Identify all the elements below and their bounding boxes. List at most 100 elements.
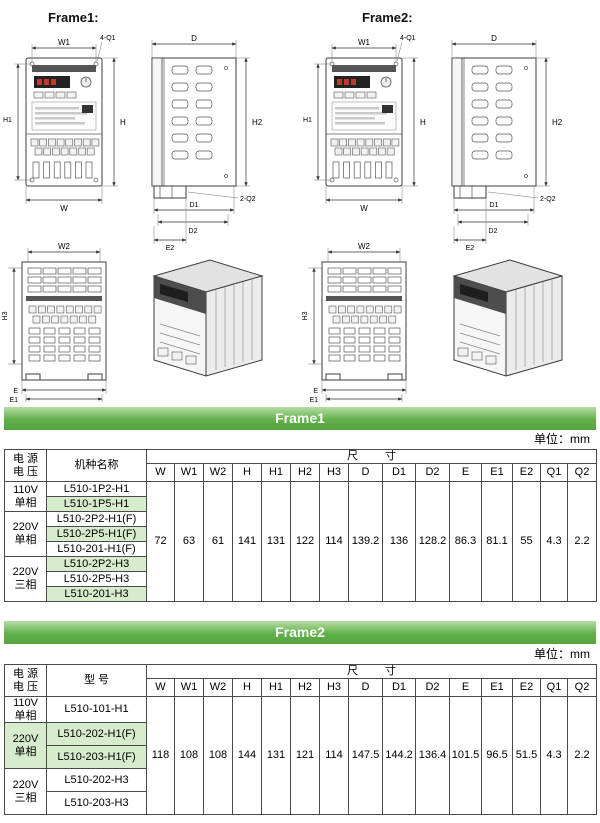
dim-header-cell: E1 [481,678,513,697]
dim-header-cell: E [449,678,482,697]
frame2-spec-table: 电 源电 压 型 号 尺 寸 W W1 W2 H H1 H2 H3 D D1 D… [4,664,597,816]
voltage-column-header: 电 源电 压 [4,664,47,697]
model-cell: L510-101-H1 [46,695,147,724]
value-cell: 131 [261,695,291,816]
dim-header-cell: H [232,463,262,482]
dim-header-cell: D [348,463,383,482]
table-row: L510-1P5-H1 [5,496,597,512]
value-cell: 118 [146,695,175,816]
dim-header-cell: W1 [174,678,204,697]
voltage-line1: 220V [12,779,39,792]
model-column-header: 机种名称 [46,449,147,482]
dim-header-cell: Q2 [567,678,597,697]
size-header: 尺 寸 [146,664,597,679]
model-cell: L510-203-H3 [46,791,147,816]
value-cell: 108 [203,695,233,816]
voltage-line2: 单相 [14,709,37,722]
dim-header-cell: W1 [174,463,204,482]
voltage-line1: 220V [12,733,39,746]
dim-header-cell: Q1 [540,463,568,482]
dim-header-cell: H1 [261,678,291,697]
dim-header-cell: D [348,678,383,697]
size-header: 尺 寸 [146,449,597,464]
value-cell: 63 [174,481,204,602]
dim-header-cell: E [449,463,482,482]
voltage-line1: 110V [13,697,38,709]
value-cell: 122 [290,481,320,602]
value-cell: 72 [146,481,175,602]
value-cell: 4.3 [540,481,568,602]
value-cell: 139.2 [348,481,383,602]
value-cell: 144.2 [382,695,416,816]
table-row: L510-201-H3 [5,586,597,602]
dim-header-cell: D1 [382,678,416,697]
frame1-spec-table: 电 源电 压 机种名称 尺 寸 W W1 W2 H H1 H2 H3 D D1 … [4,449,597,602]
dim-header-cell: D2 [415,678,450,697]
frame2-section-header: Frame2 [4,621,596,644]
value-cell: 2.2 [567,481,597,602]
dimension-drawings: W1 W H H1 4-Q1 [2,18,598,405]
dim-header-cell: E1 [481,463,513,482]
value-cell: 141 [232,481,262,602]
model-cell: L510-2P5-H1(F) [46,526,147,542]
table-row: L510-203-H3 [5,791,597,816]
dim-header-cell: H2 [290,463,320,482]
table-row: L510-201-H1(F) [5,541,597,557]
value-cell: 136 [382,481,416,602]
model-cell: L510-201-H3 [46,586,147,602]
value-cell: 144 [232,695,262,816]
voltage-header-line1: 电 源 [12,452,39,465]
dim-header-cell: E2 [512,463,541,482]
model-cell: L510-2P2-H3 [46,556,147,572]
value-cell: 81.1 [481,481,513,602]
dim-header-cell: D1 [382,463,416,482]
voltage-header-line2: 电 压 [12,465,39,478]
value-cell: 131 [261,481,291,602]
voltage-line2: 单相 [14,745,37,758]
model-cell: L510-203-H1(F) [46,745,147,770]
value-cell: 136.4 [415,695,450,816]
frame1-views [2,34,263,404]
value-cell: 101.5 [449,695,482,816]
frame2-unit-label: 单位：mm [534,647,590,661]
value-cell: 108 [174,695,204,816]
dim-header-cell: H2 [290,678,320,697]
voltage-column-header: 电 源电 压 [4,449,47,482]
value-cell: 96.5 [481,695,513,816]
model-cell: L510-202-H1(F) [46,722,147,747]
model-cell: L510-2P2-H1(F) [46,511,147,527]
dim-header-cell: W2 [203,463,233,482]
voltage-header-line2: 电 压 [12,680,39,693]
value-cell: 128.2 [415,481,450,602]
model-cell: L510-201-H1(F) [46,541,147,557]
dim-header-cell: Q2 [567,463,597,482]
dim-header-cell: Q1 [540,678,568,697]
model-column-header: 型 号 [46,664,147,697]
frame2-views [302,34,563,404]
voltage-header-line1: 电 源 [12,667,39,680]
voltage-line1: 110V [13,483,38,496]
value-cell: 61 [203,481,233,602]
frame1-section-header: Frame1 [4,407,596,430]
model-cell: L510-1P2-H1 [46,481,147,497]
voltage-line2: 三相 [14,579,37,591]
frame1-caption: Frame1: [48,10,99,25]
dim-header-cell: H3 [319,463,349,482]
voltage-line1: 220V [12,521,39,534]
frame2-caption: Frame2: [362,10,413,25]
value-cell: 121 [290,695,320,816]
value-cell: 114 [319,695,349,816]
value-cell: 86.3 [449,481,482,602]
